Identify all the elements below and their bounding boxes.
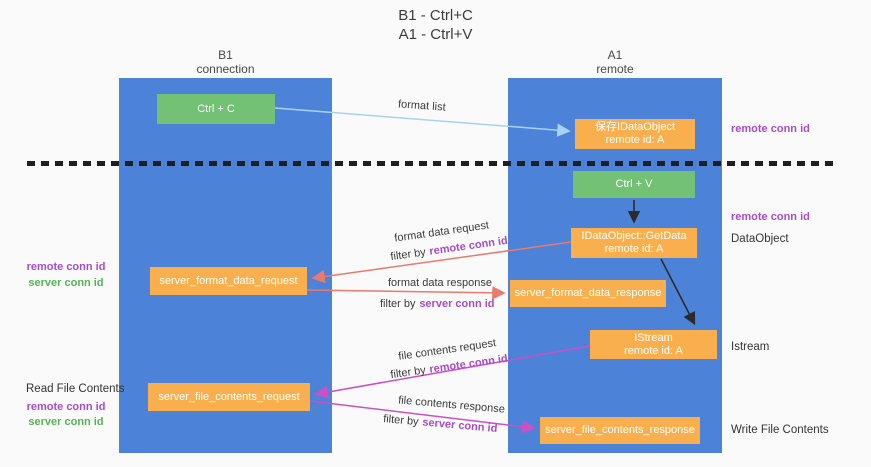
lane-a1-subtitle: remote <box>596 62 634 76</box>
label-remote-conn-id-left-2: remote conn id <box>26 401 106 413</box>
node-server-file-contents-response: server_file_contents_response <box>540 417 700 444</box>
diagram-title: B1 - Ctrl+C A1 - Ctrl+V <box>0 6 871 44</box>
node-ctrl-v: Ctrl + V <box>573 171 695 198</box>
node-ctrl-c-label: Ctrl + C <box>197 102 235 115</box>
arrow-format-data-response <box>306 286 506 300</box>
node-file-request-label: server_file_contents_request <box>158 390 300 403</box>
node-format-response-label: server_format_data_response <box>514 287 662 299</box>
label-istream: Istream <box>731 341 770 353</box>
server-conn-id-text: server conn id <box>421 416 498 435</box>
node-idataobject-getdata: IDataObject::GetData remote id: A <box>571 228 697 258</box>
remote-conn-id-text: remote conn id <box>428 234 509 258</box>
node-save-idataobject-line2: remote id: A <box>605 134 665 146</box>
node-server-format-data-response: server_format_data_response <box>510 280 666 307</box>
label-remote-conn-id-left-1: remote conn id <box>26 261 106 273</box>
label-remote-conn-id-right-top: remote conn id <box>731 123 810 135</box>
node-ctrl-v-label: Ctrl + V <box>615 178 653 190</box>
node-save-idataobject: 保存IDataObject remote id: A <box>575 119 695 149</box>
filter-by-text: filter by <box>389 246 427 264</box>
title-line-1: B1 - Ctrl+C <box>398 7 473 24</box>
node-istream-line2: remote id: A <box>624 344 683 357</box>
phase-separator-dashed-line <box>27 161 839 166</box>
filter-by-text: filter by <box>382 413 420 429</box>
lane-header-b1: B1 connection <box>119 48 332 76</box>
node-istream-line1: IStream <box>634 331 673 344</box>
edge-label-format-list: format list <box>397 98 447 114</box>
label-server-conn-id-left-1: server conn id <box>28 277 104 289</box>
node-istream: IStream remote id: A <box>590 330 717 359</box>
node-getdata-line2: remote id: A <box>604 243 664 255</box>
node-file-response-label: server_file_contents_response <box>545 424 695 436</box>
label-remote-conn-id-right-mid: remote conn id <box>731 211 810 223</box>
node-server-format-data-request: server_format_data_request <box>150 267 307 295</box>
filter-by-text: filter by <box>380 298 416 310</box>
edge-label-format-data-response: format data response <box>388 277 492 289</box>
node-ctrl-c: Ctrl + C <box>157 94 275 124</box>
lane-b1-subtitle: connection <box>196 62 255 76</box>
lane-b1-name: B1 <box>218 48 233 62</box>
node-save-idataobject-line1: 保存IDataObject <box>594 121 676 133</box>
edge-label-file-contents-response: file contents response <box>397 394 506 416</box>
label-server-conn-id-left-2: server conn id <box>28 416 104 428</box>
label-read-file-contents: Read File Contents <box>26 383 125 395</box>
node-format-request-label: server_format_data_request <box>159 274 298 287</box>
node-getdata-line1: IDataObject::GetData <box>581 230 687 242</box>
filter-by-text: filter by <box>389 364 427 382</box>
node-server-file-contents-request: server_file_contents_request <box>148 383 310 411</box>
label-write-file-contents: Write File Contents <box>731 424 829 436</box>
lane-header-a1: A1 remote <box>508 48 722 76</box>
server-conn-id-text: server conn id <box>419 298 495 310</box>
label-dataobject: DataObject <box>731 233 789 245</box>
title-line-2: A1 - Ctrl+V <box>398 26 473 43</box>
lane-a1-name: A1 <box>607 48 623 62</box>
